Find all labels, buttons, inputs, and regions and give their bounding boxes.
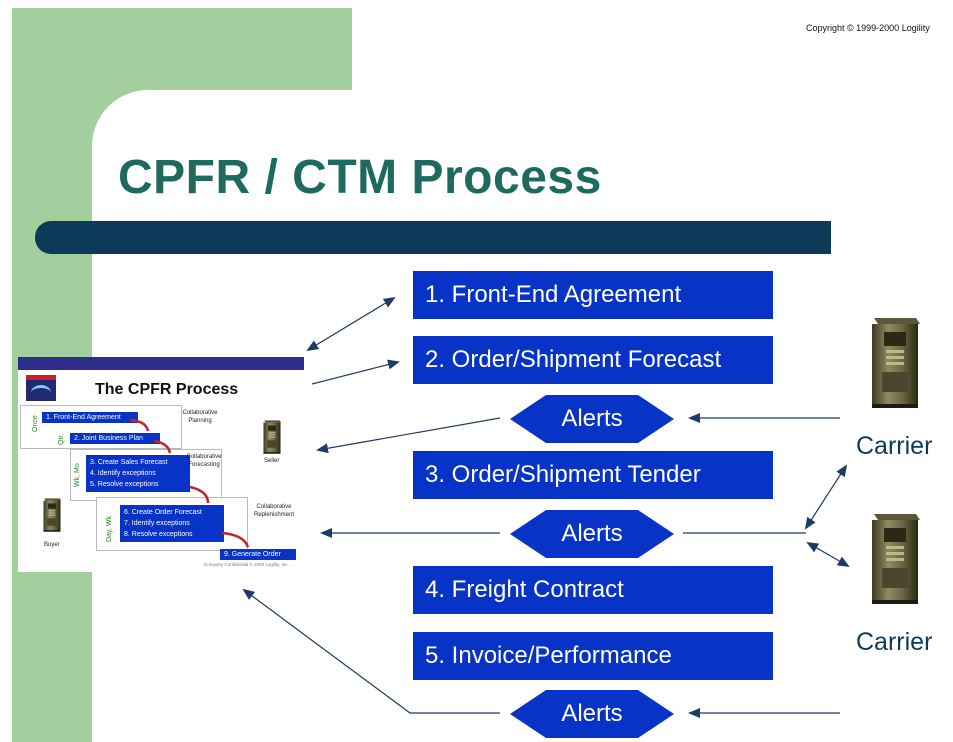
thumbnail-collab-planning: Collaborative Planning [182,410,218,424]
cpfr-process-thumbnail: The CPFR Process Once Qtr. Wk, Mo Day, W… [18,357,304,572]
step-front-end-agreement: 1. Front-End Agreement [413,271,773,319]
arrow-agreement-thumbnail [306,296,396,352]
arrow-alert3-thumbnail [242,588,500,714]
copyright-text: Copyright © 1999-2000 Logility [806,23,930,33]
thumbnail-step-2: 2. Joint Business Plan [70,433,160,444]
logility-logo-icon [26,375,56,401]
alert-diamond-1 [510,395,674,443]
alert-diamond-2 [510,510,674,558]
carrier-label-top: Carrier [856,432,933,460]
alert-diamond-3 [510,690,674,738]
arrow-junction-carrier-bottom [806,542,850,567]
thumbnail-seller-label: Seller [264,458,280,464]
arrow-junction-carrier-top [804,464,848,530]
page-title: CPFR / CTM Process [118,151,602,204]
step-freight-contract: 4. Freight Contract [413,566,773,614]
step-order-shipment-tender: 3. Order/Shipment Tender [413,451,773,499]
thumbnail-step-9: 9. Generate Order [220,549,296,560]
carrier-label-bottom: Carrier [856,628,933,656]
thumbnail-steps-3-5: 3. Create Sales Forecast 4. Identify exc… [86,455,190,492]
title-underline-bar [35,221,831,254]
step-invoice-performance: 5. Invoice/Performance [413,632,773,680]
thumbnail-confidential-text: Company Confidential © 2000 Logility, In… [204,562,289,567]
thumbnail-buyer-label: Buyer [44,542,60,548]
alert-label-1: Alerts [561,405,623,432]
alert-label-2: Alerts [561,520,623,547]
arrow-thumbnail-forecast [311,359,400,385]
thumbnail-header-bar [18,357,304,370]
alert-label-3: Alerts [561,700,623,727]
thumbnail-title: The CPFR Process [95,381,239,398]
thumbnail-step-1: 1. Front-End Agreement [42,412,138,423]
arrow-alert1-thumbnail [316,417,501,454]
step-order-shipment-forecast: 2. Order/Shipment Forecast [413,336,773,384]
thumbnail-flow-arrows [129,418,250,548]
thumbnail-steps-6-8: 6. Create Order Forecast 7. Identify exc… [120,505,224,542]
thumbnail-collab-forecasting: Collaborative Forecasting [186,454,222,468]
thumbnail-collab-replenishment: Collaborative Replenishment [253,504,295,518]
